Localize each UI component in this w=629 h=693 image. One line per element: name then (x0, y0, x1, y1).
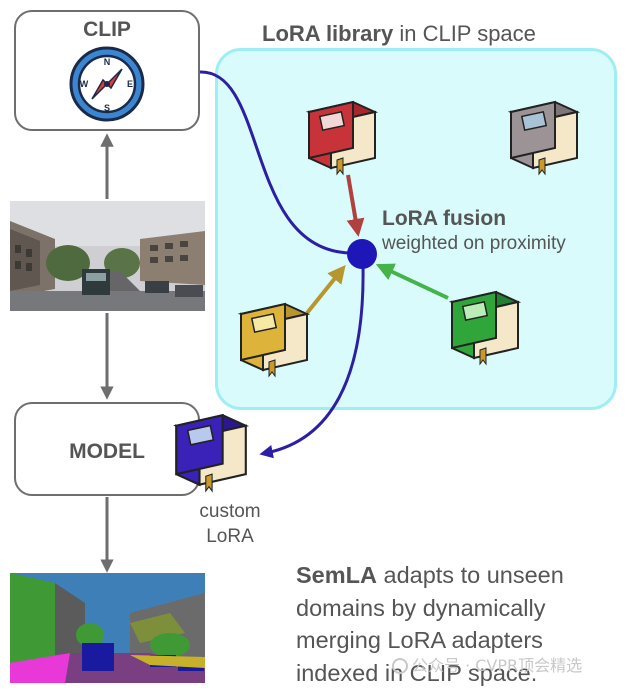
segmentation-map-graphic (10, 573, 205, 683)
model-label: MODEL (69, 440, 145, 463)
arrow-red-book-to-fusion (346, 174, 365, 237)
book-icon-gray (507, 100, 581, 176)
street-photo (10, 201, 205, 311)
custom-lora-line2: LoRA (206, 526, 254, 547)
svg-text:N: N (104, 57, 111, 67)
library-title-bold: LoRA library (262, 21, 394, 46)
library-title: LoRA library in CLIP space (262, 21, 536, 47)
book-icon-red (305, 100, 379, 176)
watermark: 公众号 · CVPR顶会精选 (392, 652, 582, 676)
clip-embedding-curve (199, 70, 351, 255)
clip-label: CLIP (83, 18, 131, 41)
book-icon-purple (173, 413, 250, 493)
fusion-node (347, 239, 377, 269)
caption: SemLA adapts to unseen domains by dynami… (296, 559, 564, 689)
book-icon-green (448, 290, 522, 366)
caption-line-2: domains by dynamically (296, 594, 546, 621)
caption-bold: SemLA (296, 562, 377, 588)
watermark-icon (392, 658, 408, 674)
caption-line-3: merging LoRA adapters (296, 627, 543, 653)
svg-text:E: E (127, 79, 133, 89)
custom-lora-line1: custom (199, 501, 261, 522)
arrow-fusion-to-custom-lora (259, 264, 365, 459)
svg-text:W: W (80, 79, 89, 89)
compass-icon: N S W E (69, 46, 145, 122)
street-photo-graphic (10, 201, 205, 311)
watermark-text: 公众号 · CVPR顶会精选 (412, 656, 583, 675)
book-icon-yellow (237, 302, 311, 378)
caption-line-4: indexed in CLIP space. (296, 659, 538, 686)
svg-text:S: S (104, 103, 110, 113)
caption-line1-rest: adapts to unseen (376, 562, 564, 588)
model-box: MODEL (14, 402, 200, 496)
library-title-rest: in CLIP space (393, 21, 536, 46)
fusion-subtitle: weighted on proximity (382, 233, 566, 254)
arrow-yellow-book-to-fusion (305, 264, 346, 315)
arrow-green-book-to-fusion (375, 263, 449, 300)
fusion-title: LoRA fusion (382, 207, 507, 230)
segmentation-map (10, 573, 205, 683)
caption-line-1: SemLA adapts to unseen (296, 559, 564, 592)
